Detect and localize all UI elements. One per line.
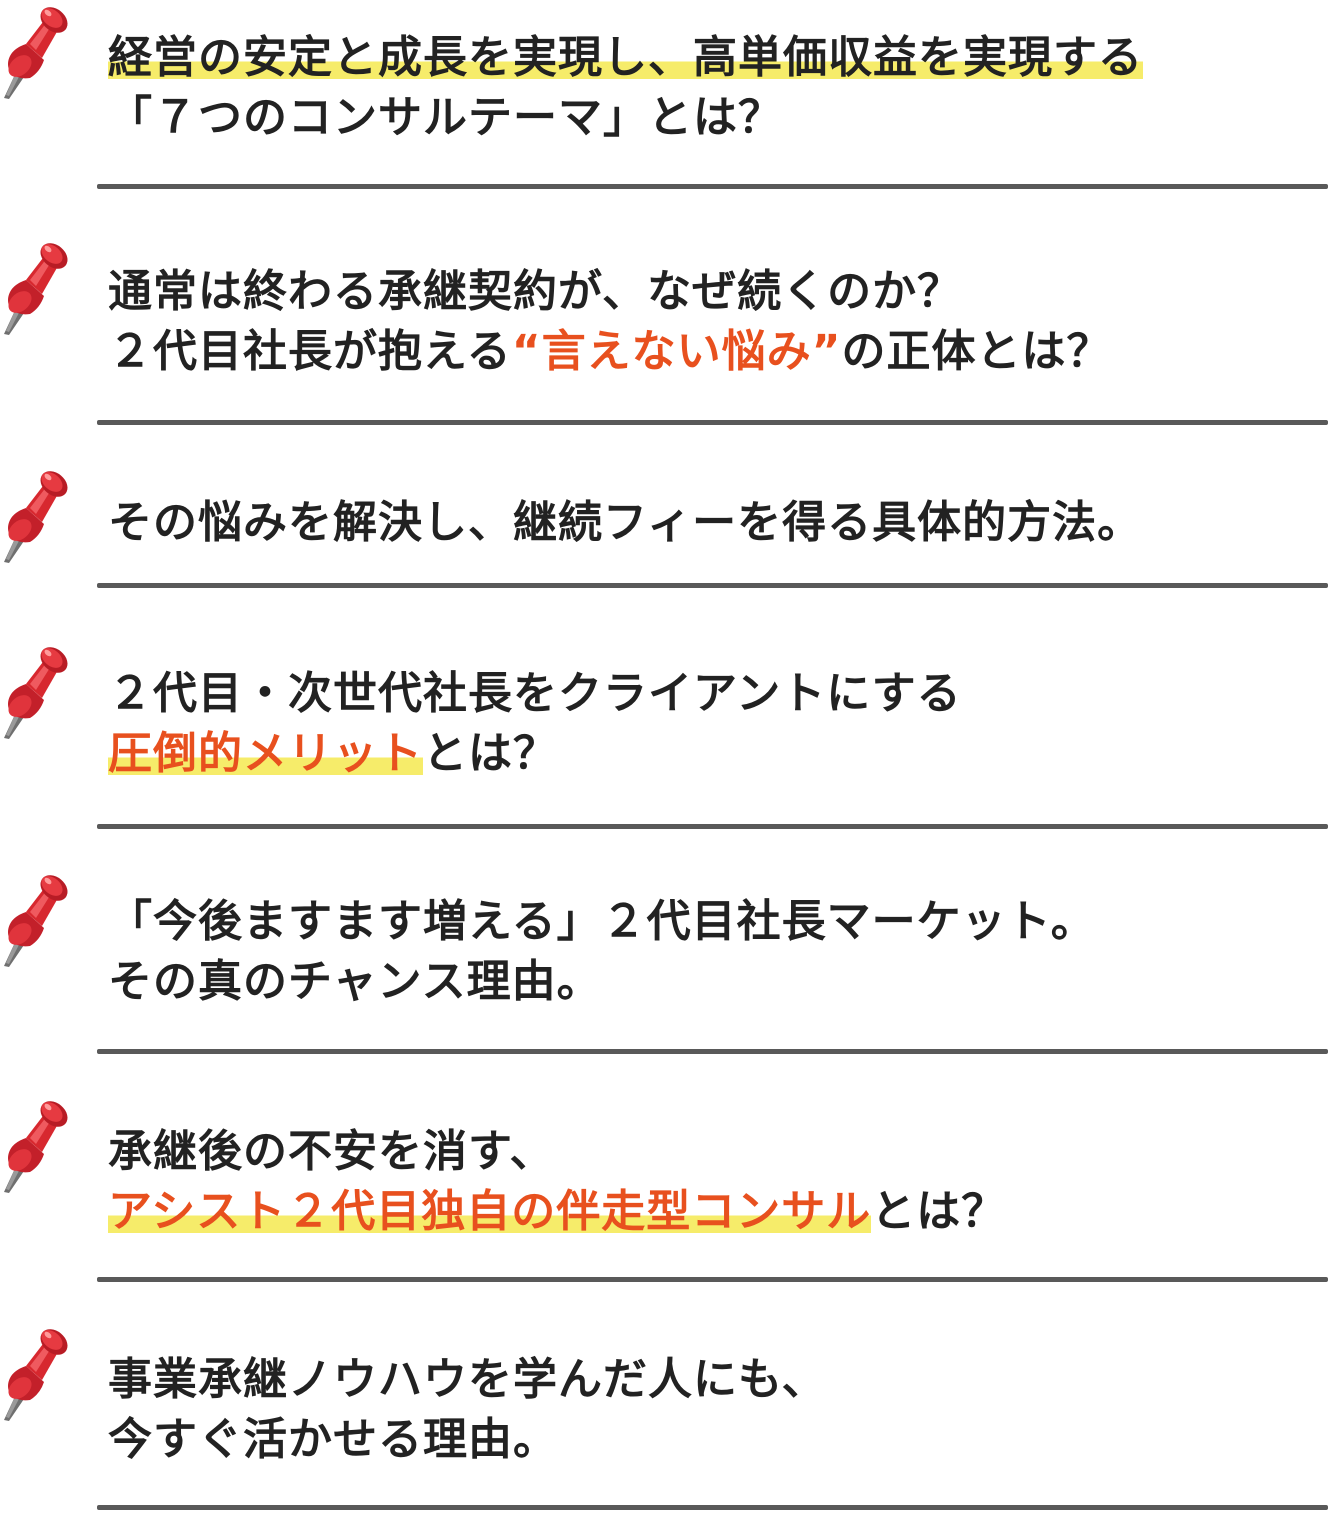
item-headline: 通常は終わる承継契約が、なぜ続くのか？: [108, 266, 963, 317]
item-headline: その悩みを解決し、継続フィーを得る具体的方法。: [108, 497, 1143, 548]
divider: [97, 1277, 1328, 1282]
item-text: 経営の安定と成長を実現し、高単価収益を実現する 「７つのコンサルテーマ」とは？: [108, 28, 1143, 148]
pushpin-icon: [0, 866, 76, 970]
item-text: ２代目・次世代社長をクライアントにする 圧倒的メリットとは？: [108, 664, 962, 784]
item-headline: ２代目・次世代社長をクライアントにする: [108, 668, 962, 719]
item-accent-text: アシスト２代目独自の伴走型コンサル: [108, 1186, 872, 1237]
item-text: 事業承継ノウハウを学んだ人にも、 今すぐ活かせる理由。: [108, 1350, 827, 1470]
item-accent-text: 圧倒的メリット: [108, 728, 423, 779]
pushpin-icon: [0, 462, 76, 566]
divider: [97, 824, 1328, 829]
item-text: 承継後の不安を消す、 アシスト２代目独自の伴走型コンサルとは？: [108, 1122, 1006, 1242]
pushpin-icon: [0, 638, 76, 742]
item-subline: 「７つのコンサルテーマ」とは？: [108, 92, 783, 143]
item-headline: 経営の安定と成長を実現し、高単価収益を実現する: [108, 32, 1143, 83]
pushpin-icon: [0, 1320, 76, 1424]
item-text: その悩みを解決し、継続フィーを得る具体的方法。: [108, 493, 1142, 553]
item-headline: 「今後ますます増える」２代目社長マーケット。: [108, 896, 1096, 947]
pushpin-icon: [0, 0, 76, 102]
item-subline-post: とは？: [423, 728, 558, 779]
item-text: 通常は終わる承継契約が、なぜ続くのか？ ２代目社長が抱える“言えない悩み”の正体…: [108, 262, 1112, 382]
item-headline: 承継後の不安を消す、: [108, 1126, 555, 1177]
divider: [97, 420, 1328, 425]
item-subline: その真のチャンス理由。: [108, 956, 602, 1007]
item-headline: 事業承継ノウハウを学んだ人にも、: [108, 1354, 827, 1405]
item-subline-post: とは？: [871, 1186, 1007, 1237]
divider: [97, 184, 1328, 189]
item-accent-text: “言えない悩み”: [511, 326, 842, 377]
item-subline-post: の正体とは？: [841, 326, 1112, 377]
divider: [97, 1505, 1328, 1510]
divider: [97, 1049, 1328, 1054]
pushpin-icon: [0, 1092, 76, 1196]
pushpin-icon: [0, 234, 76, 338]
divider: [97, 583, 1328, 588]
item-subline: 今すぐ活かせる理由。: [108, 1414, 558, 1465]
item-text: 「今後ますます増える」２代目社長マーケット。 その真のチャンス理由。: [108, 892, 1096, 1012]
item-subline-pre: ２代目社長が抱える: [108, 326, 512, 377]
